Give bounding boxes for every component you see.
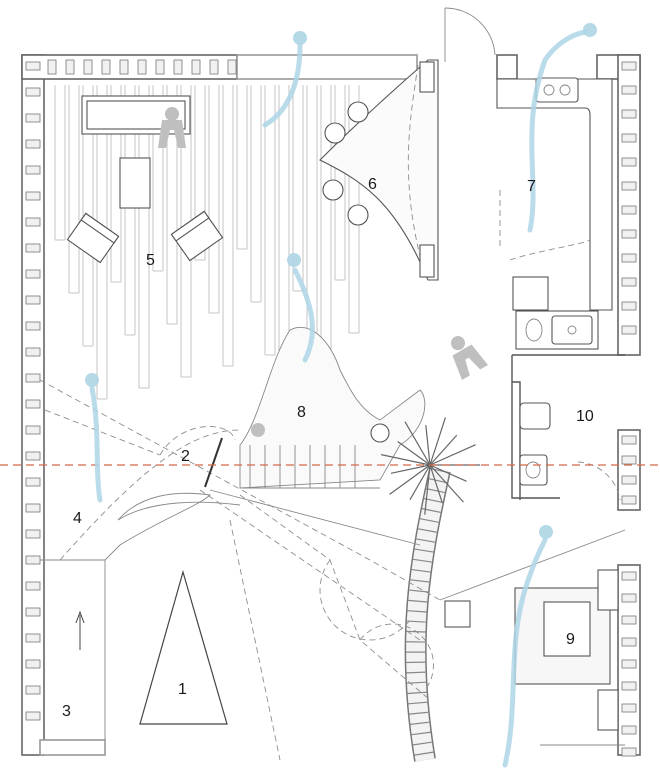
floorboard-planks bbox=[54, 85, 360, 409]
room-label-9: 9 bbox=[566, 631, 575, 648]
room-label-4: 4 bbox=[73, 510, 82, 527]
room-label-2: 2 bbox=[181, 448, 190, 465]
people-figures bbox=[158, 107, 488, 437]
entry-door[interactable] bbox=[444, 7, 496, 62]
room-label-3: 3 bbox=[62, 703, 71, 720]
airflow-arrows bbox=[85, 23, 597, 768]
room-label-8: 8 bbox=[297, 404, 306, 421]
ramp-direction-arrow bbox=[75, 610, 85, 650]
entry-triangle-marker bbox=[139, 569, 228, 725]
room-labels: 1 2 3 4 5 6 7 8 9 10 bbox=[62, 176, 594, 720]
curved-partition-wall bbox=[404, 467, 471, 762]
staircase bbox=[239, 326, 426, 489]
kitchen-counter bbox=[496, 77, 613, 350]
bathroom bbox=[511, 354, 625, 501]
bedroom-bed bbox=[514, 569, 625, 746]
room-label-5: 5 bbox=[146, 252, 155, 269]
dashed-guides bbox=[39, 190, 626, 761]
lounge-furniture bbox=[66, 95, 224, 264]
room-label-10: 10 bbox=[576, 408, 594, 425]
dining-table bbox=[319, 59, 439, 281]
wall-bricks bbox=[25, 59, 637, 757]
room-label-1: 1 bbox=[178, 681, 187, 698]
room-label-6: 6 bbox=[368, 176, 377, 193]
room-label-7: 7 bbox=[527, 178, 536, 195]
